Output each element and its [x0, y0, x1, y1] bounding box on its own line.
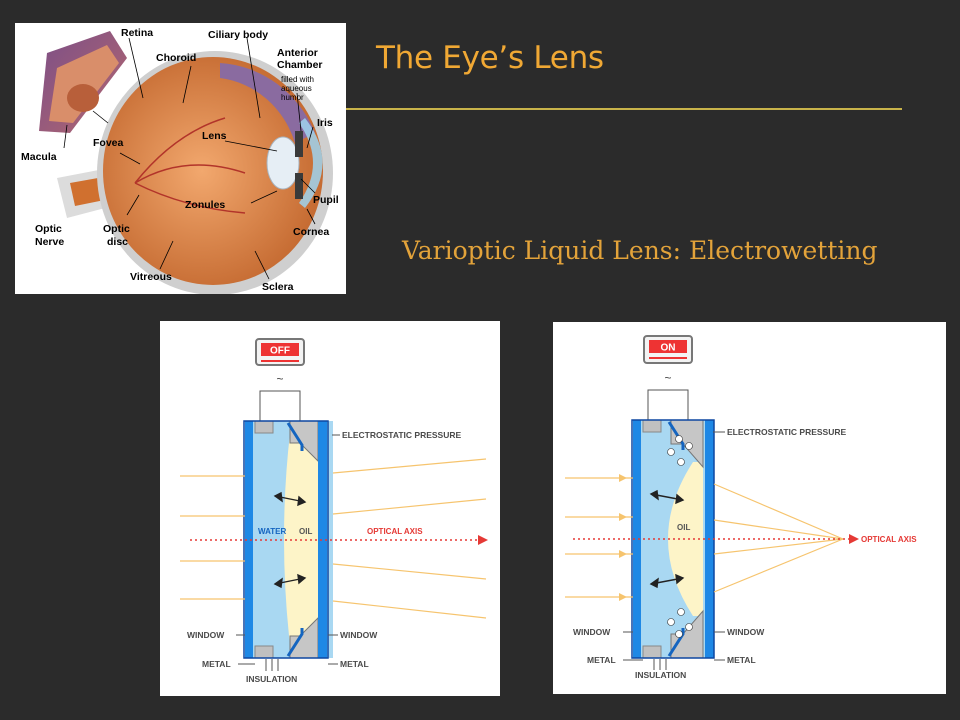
oil-label: OIL [299, 527, 312, 536]
slide-title: The Eye’s Lens [376, 40, 604, 76]
eye-label-vitreous: Vitreous [130, 271, 172, 283]
ac-symbol: ~ [276, 372, 283, 386]
insulation-label: INSULATION [635, 670, 686, 680]
title-underline [345, 108, 902, 110]
eye-label-ciliary-body: Ciliary body [208, 29, 268, 41]
eye-label-zonules: Zonules [185, 199, 225, 211]
metal-right-label: METAL [340, 659, 369, 669]
electrostatic-pressure-label: ELECTROSTATIC PRESSURE [342, 430, 461, 440]
metal-left-label: METAL [587, 655, 616, 665]
switch-off-label: OFF [270, 346, 290, 357]
oil-label: OIL [677, 523, 690, 532]
metal-right-label: METAL [727, 655, 756, 665]
window-left-label: WINDOW [187, 630, 225, 640]
eye-label-lens: Lens [202, 130, 227, 142]
liquid-lens-off-diagram: OFF ~ WATER OIL OPTICAL AXIS ELECTROSTAT… [160, 321, 500, 696]
optical-axis-label: OPTICAL AXIS [367, 527, 423, 536]
eye-label-choroid: Choroid [156, 52, 196, 64]
electrostatic-pressure-label: ELECTROSTATIC PRESSURE [727, 427, 846, 437]
slide-subtitle: Varioptic Liquid Lens: Electrowetting [402, 236, 878, 265]
window-left-label: WINDOW [573, 627, 611, 637]
eye-label-cornea: Cornea [293, 226, 329, 238]
eye-label-retina: Retina [121, 27, 153, 39]
water-label: WATER [258, 527, 287, 536]
eye-label-macula: Macula [21, 151, 57, 163]
window-right-label: WINDOW [340, 630, 378, 640]
eye-label-sclera: Sclera [262, 281, 294, 293]
optical-axis-label: OPTICAL AXIS [861, 535, 917, 544]
ac-symbol: ~ [664, 371, 671, 385]
eye-label-fovea: Fovea [93, 137, 124, 149]
liquid-lens-on-diagram: ON ~ OIL OPTICAL AXIS ELECTR [553, 322, 946, 694]
eye-label-iris: Iris [317, 117, 333, 129]
window-right-label: WINDOW [727, 627, 765, 637]
switch-on-label: ON [661, 343, 676, 354]
metal-left-label: METAL [202, 659, 231, 669]
insulation-label: INSULATION [246, 674, 297, 684]
eye-label-pupil: Pupil [313, 194, 339, 206]
